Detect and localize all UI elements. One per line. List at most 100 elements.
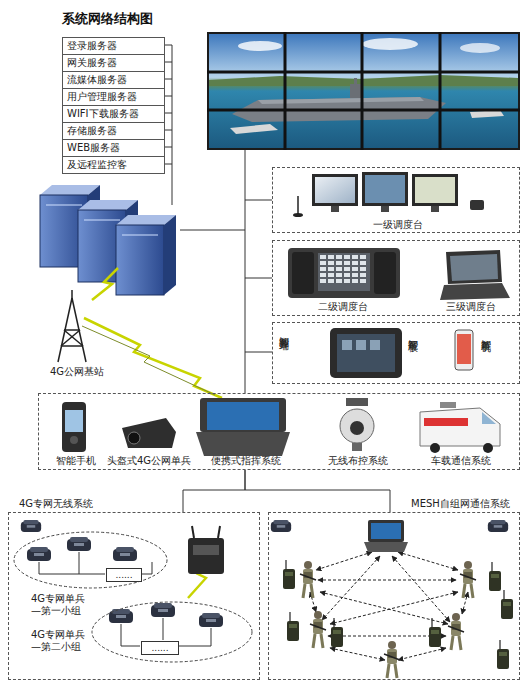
dispatch-console — [320, 255, 326, 259]
server-cluster — [84, 220, 120, 221]
dispatch-panel: 二级调度台三级调度台 — [272, 240, 520, 316]
group-wire — [79, 552, 80, 574]
node-label: MESH自组网通信系统 — [411, 498, 523, 510]
dispatch-console — [288, 248, 400, 298]
wire — [165, 96, 172, 97]
laptop — [440, 250, 510, 300]
command-vehicle — [430, 443, 440, 453]
node-label: 智能手机 — [51, 455, 101, 467]
node-label: 4G专网单兵 —第二小组 — [31, 629, 91, 653]
server-row: WIFI下载服务器 — [62, 105, 165, 123]
video-wall — [460, 43, 500, 53]
node-label: 智能平板 — [406, 331, 418, 335]
node-label: 头盔式4G公网单兵 — [99, 455, 199, 467]
mesh-link — [398, 552, 458, 570]
dispatch-console — [352, 255, 358, 259]
node-label: 一级调度台 — [366, 219, 430, 231]
server-row: 用户管理服务器 — [62, 88, 165, 106]
node-label: 登录服务器 — [67, 40, 163, 52]
group-wire — [39, 562, 105, 574]
diagram-title: 系统网络结构图 — [62, 10, 153, 28]
ptz-camera — [346, 398, 368, 406]
radio-pack — [287, 612, 299, 641]
soldier — [300, 561, 476, 678]
command-vehicle — [482, 412, 496, 424]
tower — [64, 329, 80, 331]
laptop — [446, 250, 502, 284]
smartphone — [65, 410, 83, 432]
radio-unit — [271, 520, 291, 532]
video-wall — [361, 32, 364, 150]
tablet — [356, 340, 366, 350]
smartphone — [457, 334, 471, 364]
dispatch-monitors — [365, 175, 405, 203]
dispatch-console — [288, 248, 400, 298]
wire — [165, 164, 172, 165]
dispatch-console — [328, 267, 334, 271]
tower — [58, 290, 86, 362]
video-wall — [354, 78, 357, 85]
video-wall — [439, 32, 442, 150]
mesh-link — [328, 636, 446, 637]
soldier — [448, 613, 464, 650]
dispatch-console — [344, 273, 350, 277]
video-wall — [258, 97, 424, 104]
dispatch-monitors — [297, 196, 299, 214]
radio-unit — [488, 520, 508, 532]
tower — [61, 345, 83, 347]
soldier — [310, 611, 326, 648]
tower — [64, 330, 83, 346]
radio-pack — [331, 618, 343, 647]
node-label: WEB服务器 — [67, 142, 163, 154]
command-vehicle — [424, 418, 468, 426]
wire — [165, 79, 172, 80]
soldier — [384, 641, 400, 678]
dispatch-console — [320, 273, 326, 277]
radio-unit — [199, 613, 223, 627]
smartphone — [455, 330, 473, 370]
node-label: 网关服务器 — [67, 57, 163, 69]
node-label: WIFI下载服务器 — [67, 108, 163, 120]
video-wall — [207, 71, 520, 74]
command-vehicle — [420, 402, 500, 453]
network-panel: 4G专网无线系统4G专网单兵 —第一小组......4G专网单兵 —第二小组..… — [8, 512, 260, 680]
wire — [172, 45, 173, 205]
group-wire — [121, 624, 140, 646]
radio-unit — [67, 537, 91, 551]
dispatch-panel: 一级调度台 — [272, 167, 520, 233]
dispatch-console — [336, 255, 342, 259]
wireless-signal — [82, 326, 215, 395]
radio-unit — [21, 520, 508, 627]
wireless-signal — [84, 318, 222, 398]
portable-command — [207, 402, 279, 430]
server-row: 登录服务器 — [62, 37, 165, 55]
wire — [245, 278, 272, 279]
radio-unit — [113, 547, 137, 561]
wire — [165, 45, 272, 393]
video-wall — [238, 41, 282, 51]
radio-unit — [109, 609, 133, 623]
node-label: 车载通信系统 — [411, 455, 511, 467]
dispatch-monitors — [470, 200, 484, 210]
dispatch-monitors — [312, 174, 358, 206]
wire — [245, 150, 246, 393]
mesh-link — [330, 592, 458, 624]
dispatch-console — [360, 267, 366, 271]
mesh-link — [320, 592, 448, 624]
command-vehicle — [440, 402, 456, 408]
mesh-link — [330, 648, 385, 660]
dispatch-console — [352, 267, 358, 271]
dispatch-monitors — [315, 177, 355, 203]
dispatch-monitors — [415, 177, 455, 203]
video-wall — [362, 38, 418, 50]
tower — [61, 330, 80, 346]
server-cluster — [164, 215, 176, 295]
server-cluster — [116, 225, 164, 295]
dispatch-console — [328, 255, 334, 259]
helmet-camera — [128, 432, 140, 444]
laptop — [440, 283, 510, 300]
ptz-camera — [340, 409, 374, 443]
smartphone — [62, 402, 86, 452]
video-wall — [207, 32, 520, 150]
